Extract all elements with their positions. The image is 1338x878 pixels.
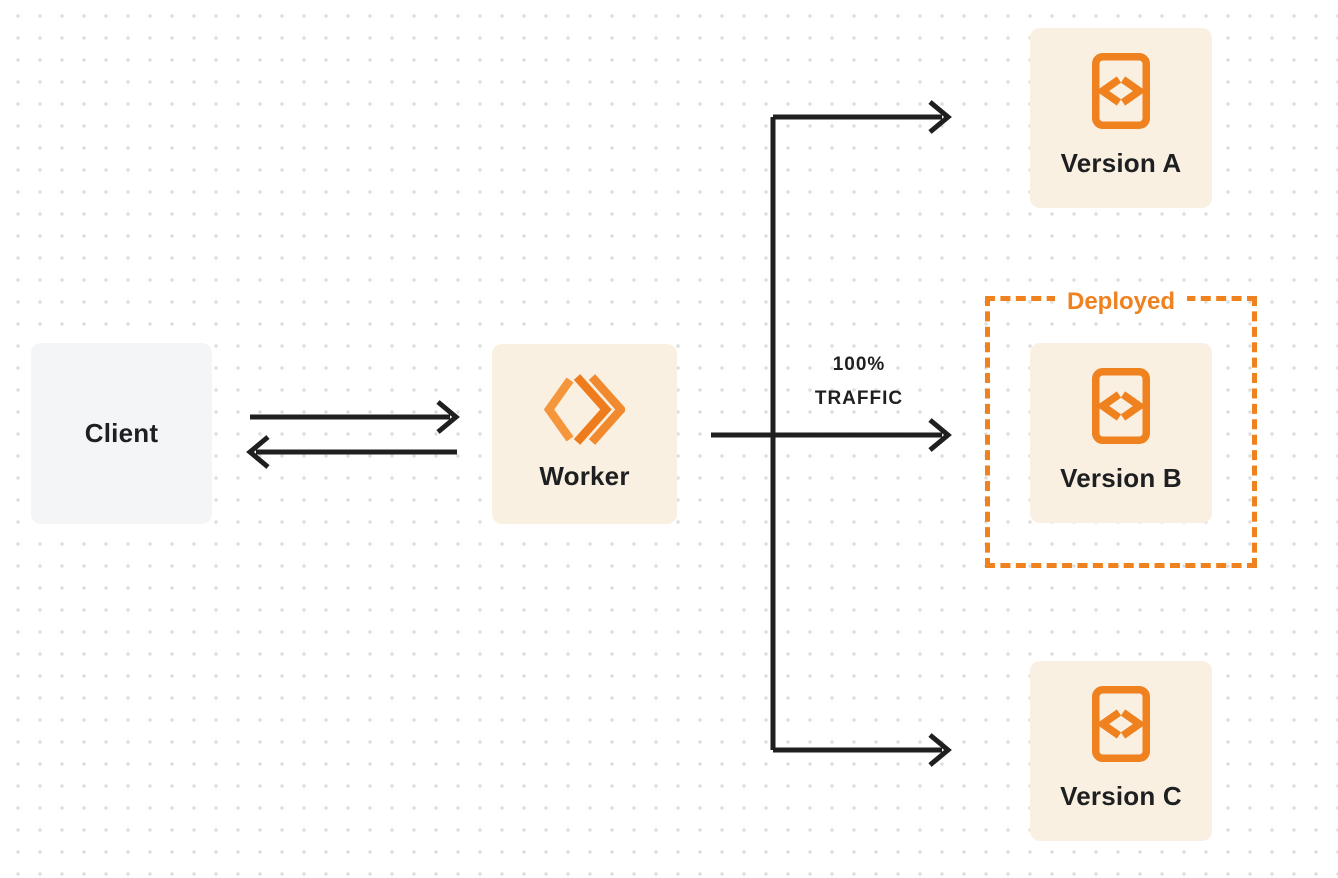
arrow-client-to-worker <box>250 400 460 434</box>
arrow-branch-to-version-a <box>773 100 952 134</box>
code-file-icon <box>1092 53 1150 134</box>
worker-node: Worker <box>492 344 677 524</box>
code-file-icon <box>1092 686 1150 767</box>
version-c-node: Version C <box>1030 661 1212 841</box>
version-a-node: Version A <box>1030 28 1212 208</box>
version-b-node: Version B <box>1030 343 1212 523</box>
client-node: Client <box>31 343 212 524</box>
version-c-label: Version C <box>1060 781 1182 811</box>
traffic-percent: 100% <box>832 354 886 375</box>
traffic-word: TRAFFIC <box>814 388 904 409</box>
version-a-label: Version A <box>1060 148 1182 178</box>
arrow-worker-to-version-b <box>711 418 952 452</box>
deployed-frame: Deployed <box>985 288 1257 568</box>
code-file-icon <box>1092 368 1150 449</box>
cloudflare-workers-logo-icon <box>543 374 627 450</box>
arrow-branch-to-version-c <box>773 733 952 767</box>
client-label: Client <box>84 418 159 448</box>
version-b-label: Version B <box>1060 463 1182 493</box>
traffic-annotation: 100% TRAFFIC <box>775 348 943 416</box>
deployed-label: Deployed <box>1054 288 1188 315</box>
worker-label: Worker <box>539 461 630 491</box>
arrow-worker-to-client <box>246 435 457 469</box>
